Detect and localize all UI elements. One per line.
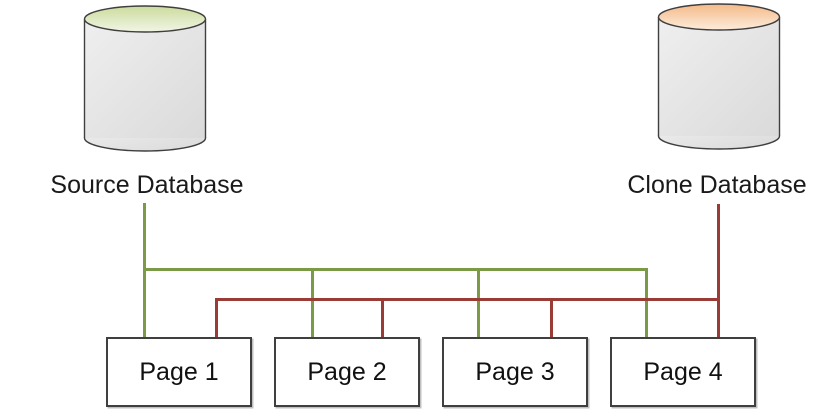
page-box-3: Page 3 [442,337,588,407]
page-box-label: Page 1 [139,357,219,386]
source-connector-drop-page2 [311,268,314,337]
source-connector-bus [143,268,648,271]
page-box-label: Page 2 [307,357,387,386]
clone-connector-trunk [717,204,720,337]
source-database-label: Source Database [50,171,244,199]
source-connector-drop-page4 [645,268,648,337]
page-box-2: Page 2 [274,337,420,407]
page-box-4: Page 4 [610,337,756,407]
clone-connector-drop-page1 [215,298,218,337]
clone-database-icon [657,3,781,150]
clone-connector-drop-page3 [550,298,553,337]
source-connector-drop-page3 [477,268,480,337]
clone-connector-drop-page2 [381,298,384,337]
page-box-label: Page 3 [475,357,555,386]
source-database-icon [83,5,207,152]
page-box-1: Page 1 [106,337,252,407]
clone-connector-bus [215,298,720,301]
page-box-label: Page 4 [643,357,723,386]
clone-database-label: Clone Database [627,171,807,199]
